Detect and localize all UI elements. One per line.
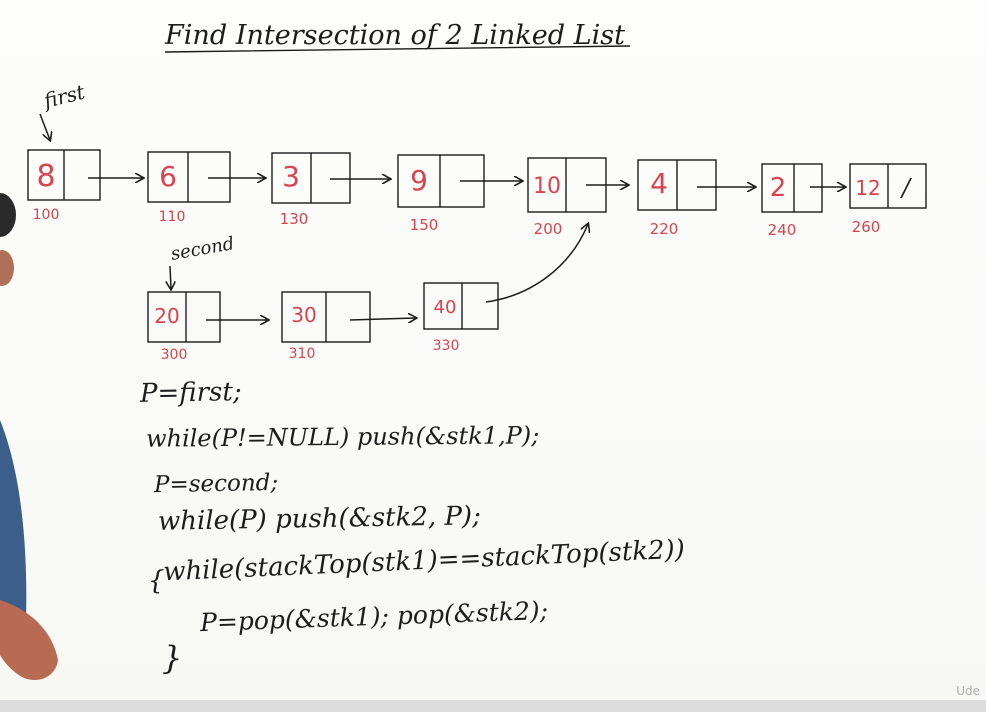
node-address: 150: [410, 216, 439, 234]
node-address: 330: [433, 338, 460, 354]
code-line-1: P=first;: [139, 377, 242, 409]
node-address: 240: [768, 221, 797, 239]
first-pointer-label: first: [39, 79, 88, 113]
node-value: 30: [291, 303, 316, 327]
link-arrow: [349, 318, 416, 320]
node-value: 2: [770, 173, 787, 203]
board-title: Find Intersection of 2 Linked List: [164, 20, 625, 51]
intersection-arrow: [485, 224, 588, 303]
code-line-4: while(P) push(&stk2, P);: [157, 501, 482, 537]
list1-node: 4 220: [637, 159, 717, 238]
node-value: 3: [282, 160, 300, 193]
code-line-2: while(P!=NULL) push(&stk1,P);: [145, 421, 540, 453]
node-value: 4: [650, 167, 668, 200]
node-value: 12: [855, 176, 880, 200]
node-address: 100: [33, 207, 60, 223]
list2-node: 30 310: [281, 291, 371, 362]
node-address: 260: [852, 218, 881, 236]
list1-node: 12 / 260: [849, 163, 927, 236]
second-pointer-label: second: [169, 233, 236, 265]
list1-node: 10 200: [527, 157, 607, 238]
watermark: Ude: [956, 684, 980, 698]
node-address: 110: [159, 209, 186, 225]
node-value: 9: [410, 164, 428, 197]
list1-node: 3 130: [271, 152, 351, 228]
code-brace-open: {: [148, 566, 165, 596]
node-value: 20: [154, 304, 179, 328]
first-pointer-arrow: [39, 113, 50, 140]
list1-node: 8 100: [27, 149, 101, 223]
video-bottom-bar: [0, 700, 986, 712]
list1-node: 9 150: [397, 154, 485, 234]
node-address: 300: [161, 347, 188, 363]
title-underline: [164, 45, 631, 53]
node-address: 130: [280, 210, 309, 228]
null-mark: /: [900, 174, 913, 202]
list2-node: 40 330: [423, 282, 499, 354]
node-value: 8: [36, 159, 55, 194]
code-brace-close: }: [162, 639, 183, 677]
node-address: 200: [534, 220, 563, 238]
code-line-3: P=second;: [153, 469, 279, 499]
node-address: 310: [289, 346, 316, 362]
list1-node: 2 240: [761, 163, 823, 239]
list2-node: 20 300: [147, 291, 221, 363]
second-pointer-arrow: [170, 265, 171, 289]
node-value: 40: [434, 297, 457, 318]
node-address: 220: [650, 220, 679, 238]
presenter-silhouette: [0, 193, 58, 680]
list1-node: 6 110: [147, 151, 231, 225]
node-value: 10: [533, 174, 561, 199]
node-value: 6: [159, 160, 177, 193]
